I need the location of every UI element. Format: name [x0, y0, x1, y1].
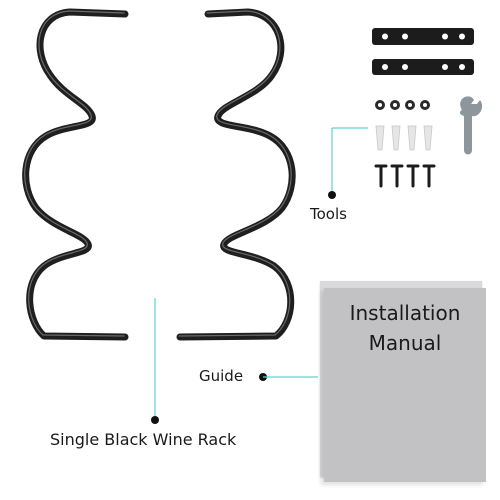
manual-title-line2: Manual: [368, 331, 442, 355]
wine-rack-left: [22, 8, 129, 341]
tools-callout: [328, 127, 368, 199]
wall-anchors: [375, 125, 433, 151]
tools-label: Tools: [310, 205, 347, 223]
wrench-icon: [459, 96, 483, 155]
manual-title-line1: Installation: [349, 301, 461, 325]
mounting-bracket-bottom: [372, 59, 474, 75]
rack-callout: [151, 298, 159, 424]
nuts: [375, 100, 430, 110]
mounting-bracket-top: [372, 28, 474, 45]
guide-label: Guide: [199, 367, 244, 385]
wine-rack-right: [176, 8, 296, 341]
rack-label: Single Black Wine Rack: [50, 430, 237, 449]
installation-manual: Installation Manual: [324, 288, 486, 482]
screws: [374, 164, 436, 188]
manual-title: Installation Manual: [324, 298, 486, 358]
guide-callout: [259, 373, 318, 381]
